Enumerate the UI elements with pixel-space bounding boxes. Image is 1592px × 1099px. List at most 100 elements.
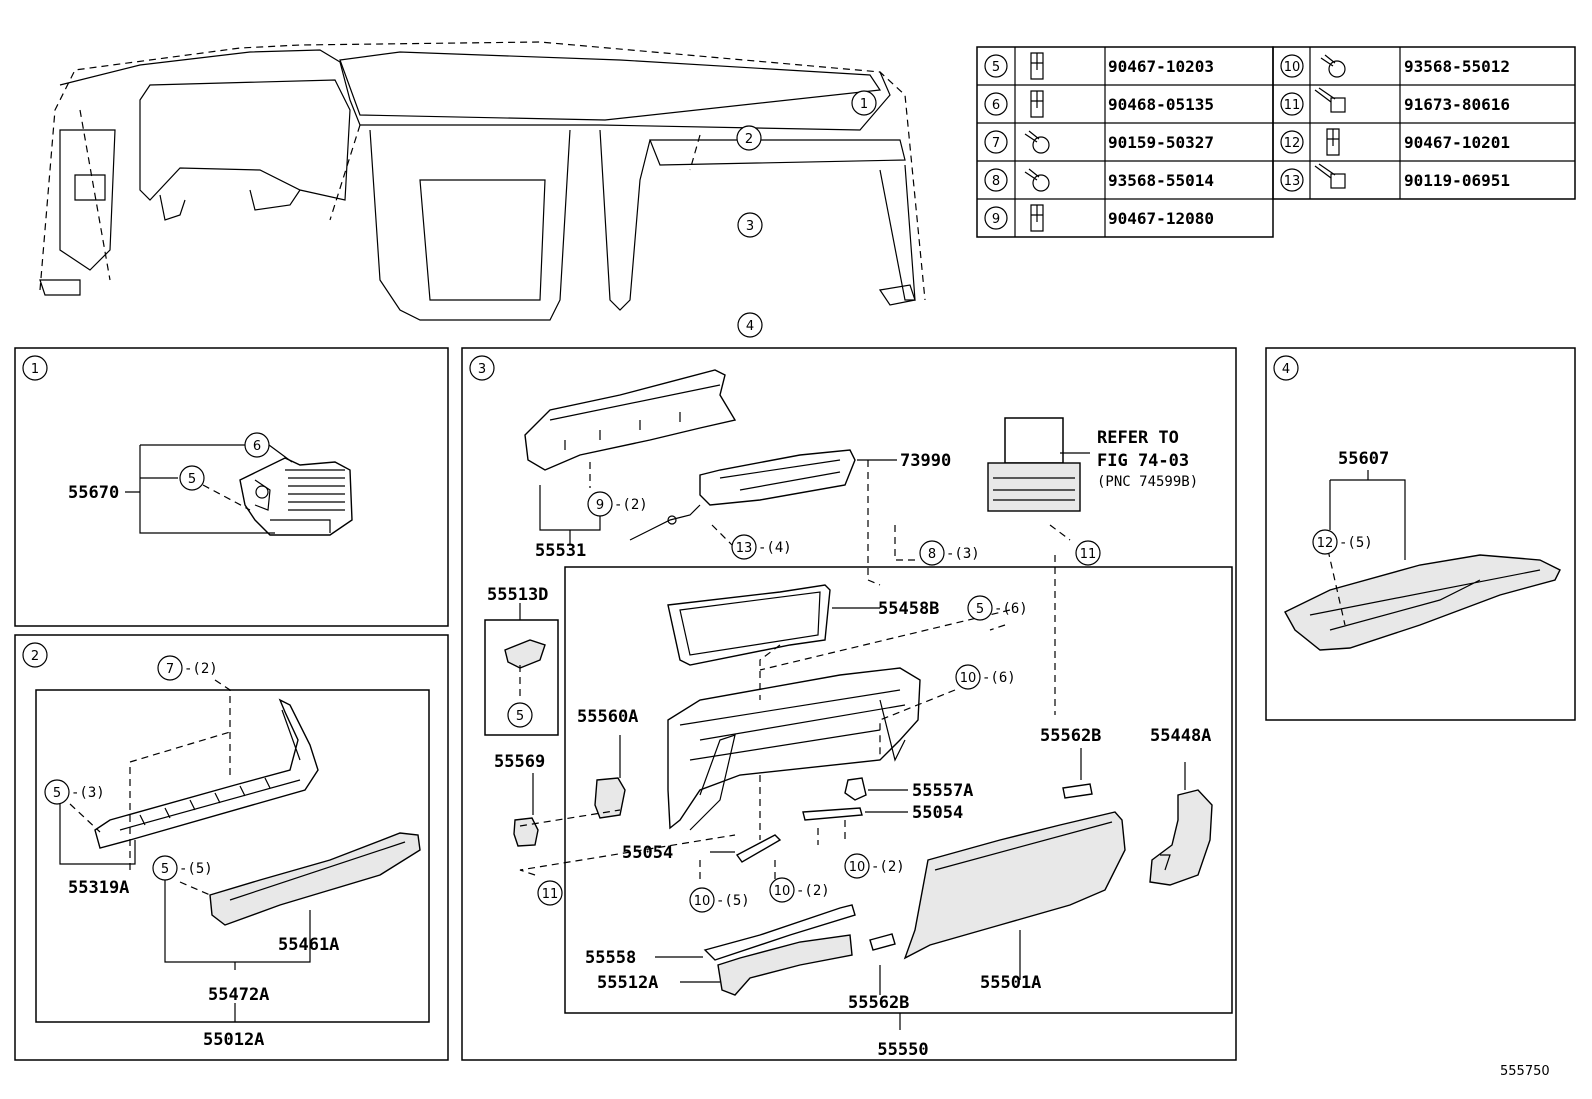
part-number: 90468-05135 xyxy=(1108,95,1214,114)
panel-ref: 1 xyxy=(22,355,48,381)
callout-circle xyxy=(736,125,762,151)
fastener-ref: 11 xyxy=(1284,98,1301,113)
fastener-row: 11 91673-80616 xyxy=(1280,87,1510,116)
part-label: 73990 xyxy=(900,451,951,471)
callout: 5 xyxy=(507,702,533,728)
callout-circle xyxy=(844,853,870,879)
callout-circle xyxy=(537,880,563,906)
panel-ref: 4 xyxy=(1273,355,1299,381)
callout: 11 xyxy=(537,880,563,906)
part-number: 90467-10203 xyxy=(1108,57,1214,76)
callout-number: 5 xyxy=(161,862,169,877)
callout: 11 xyxy=(1075,540,1101,566)
panel-1 xyxy=(14,347,449,627)
screw-icon xyxy=(1024,130,1050,154)
callout-circle xyxy=(967,595,993,621)
callout-circle xyxy=(244,432,270,458)
callout-qty: -(4) xyxy=(758,540,792,556)
fastener-ref: 13 xyxy=(1284,174,1301,189)
callout: 5-(5) xyxy=(152,855,213,881)
callout-number: 8 xyxy=(928,547,936,562)
figure-id: 555750 xyxy=(1500,1064,1550,1079)
ref-circle xyxy=(1280,168,1304,192)
part-label: 55448A xyxy=(1150,726,1211,746)
callout-number: 12 xyxy=(1317,536,1334,551)
part-label: 55562B xyxy=(1040,726,1101,746)
callout-circle xyxy=(22,642,48,668)
callout-circle xyxy=(731,534,757,560)
clip-icon xyxy=(1030,204,1044,232)
callout-number: 11 xyxy=(1080,547,1097,562)
callout-qty: -(6) xyxy=(982,670,1016,686)
callout-qty: -(2) xyxy=(184,661,218,677)
overview-callout: 2 xyxy=(736,125,762,151)
callout-qty: -(2) xyxy=(796,883,830,899)
callout-number: 1 xyxy=(860,97,868,112)
callout-number: 2 xyxy=(745,132,753,147)
part-number: 90467-10201 xyxy=(1404,133,1510,152)
callout-number: 3 xyxy=(478,362,486,377)
part-number: 91673-80616 xyxy=(1404,95,1510,114)
callout-number: 6 xyxy=(253,439,261,454)
part-label: 55562B xyxy=(848,993,909,1013)
fastener-row: 12 90467-10201 xyxy=(1280,128,1510,156)
callout-qty: -(3) xyxy=(946,546,980,562)
part-label: 55607 xyxy=(1338,449,1389,469)
part-number: 93568-55012 xyxy=(1404,57,1510,76)
callout-circle xyxy=(507,702,533,728)
clip-icon xyxy=(1030,52,1044,80)
callout-circle xyxy=(587,491,613,517)
overview-callout: 1 xyxy=(851,90,877,116)
part-number: 93568-55014 xyxy=(1108,171,1214,190)
callout-qty: -(6) xyxy=(994,601,1028,617)
callout: 12 -(5) xyxy=(1312,529,1373,555)
callout-number: 9 xyxy=(596,498,604,513)
callout-circle xyxy=(955,664,981,690)
fastener-ref: 12 xyxy=(1284,136,1301,151)
bolt-icon xyxy=(1314,163,1346,189)
ref-circle xyxy=(984,54,1008,78)
ref-circle xyxy=(984,206,1008,230)
callout: 10-(6) xyxy=(955,664,1016,690)
callout: 7-(2) xyxy=(157,655,218,681)
callout-number: 13 xyxy=(736,541,753,556)
ref-circle xyxy=(984,92,1008,116)
panel-ref: 2 xyxy=(22,642,48,668)
callout: 10-(2) xyxy=(844,853,905,879)
callout-qty: -(5) xyxy=(716,893,750,909)
callout-circle xyxy=(152,855,178,881)
overview-callout: 4 xyxy=(737,312,763,338)
part-label: 55569 xyxy=(494,752,545,772)
callout: 13 -(4) xyxy=(731,534,792,560)
part-label: 55012A xyxy=(203,1030,264,1050)
panel-2 xyxy=(14,634,449,1061)
panel-ref: 3 xyxy=(469,355,495,381)
callout-qty: -(5) xyxy=(1339,535,1373,551)
callout: 5-(6) xyxy=(967,595,1028,621)
part-label: 55054 xyxy=(622,843,673,863)
part-label: 55501A xyxy=(980,973,1041,993)
refer-text: FIG 74-03 xyxy=(1097,451,1189,471)
part-label: 55557A xyxy=(912,781,973,801)
callout-circle xyxy=(44,779,70,805)
callout-circle xyxy=(919,540,945,566)
callout-number: 4 xyxy=(746,319,754,334)
screw-icon xyxy=(1320,54,1346,78)
part-label: 55512A xyxy=(597,973,658,993)
callout: 5 xyxy=(179,465,205,491)
callout-number: 11 xyxy=(542,887,559,902)
part-label: 55472A xyxy=(208,985,269,1005)
bolt-icon xyxy=(1314,87,1346,113)
fastener-table xyxy=(976,46,1576,238)
callout-circle xyxy=(1273,355,1299,381)
callout-circle xyxy=(689,887,715,913)
callout-circle xyxy=(769,877,795,903)
fastener-ref: 10 xyxy=(1284,60,1301,75)
callout-number: 10 xyxy=(774,884,791,899)
